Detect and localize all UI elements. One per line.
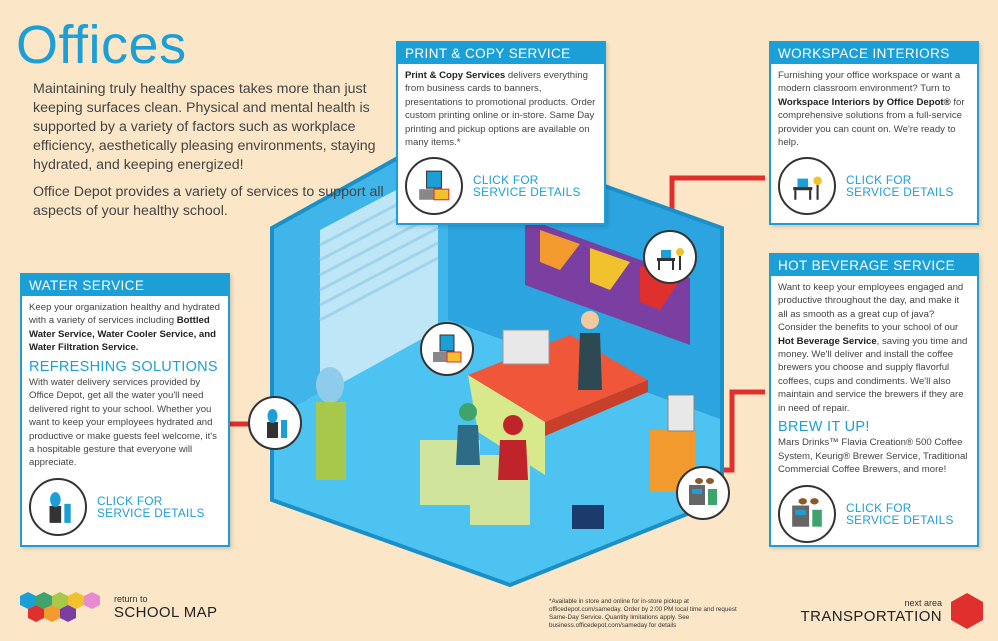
refreshing-solutions-heading: REFRESHING SOLUTIONS [29, 358, 218, 375]
print-copy-icon[interactable] [405, 157, 463, 216]
workspace-interiors-description: Furnishing your office workspace or want… [778, 70, 965, 149]
water-cooler-icon[interactable] [248, 396, 302, 450]
transportation-label: TRANSPORTATION [800, 607, 942, 625]
brew-it-up-text: Mars Drinks™ Flavia Creation® 500 Coffee… [778, 437, 968, 476]
water-service-heading: WATER SERVICE [22, 275, 228, 296]
water-cooler-icon[interactable] [29, 477, 87, 536]
page-title: Offices [16, 15, 187, 75]
workspace-icon[interactable] [643, 230, 697, 284]
seated-people [420, 403, 530, 525]
water-service-card: WATER SERVICE Keep your organization hea… [20, 273, 230, 547]
print-copy-card: PRINT & COPY SERVICE Print & Copy Servic… [396, 41, 606, 225]
school-map-label: SCHOOL MAP [114, 603, 218, 621]
hot-beverage-heading: HOT BEVERAGE SERVICE [771, 255, 977, 276]
coffee-machine-icon[interactable] [778, 484, 836, 543]
print-copy-description: Print & Copy Services delivers everythin… [405, 70, 596, 149]
hexagon-cluster-icon [20, 592, 100, 622]
workspace-interiors-heading: WORKSPACE INTERIORS [771, 43, 977, 64]
next-area-link[interactable]: next area TRANSPORTATION [801, 592, 984, 630]
workspace-icon[interactable] [778, 157, 836, 216]
coffee-machine-icon[interactable] [676, 466, 730, 520]
hot-beverage-card: HOT BEVERAGE SERVICE Want to keep your e… [769, 253, 979, 547]
return-label: return to [114, 593, 148, 604]
next-area-label: next area [904, 597, 942, 608]
return-school-map-link[interactable]: return to SCHOOL MAP [18, 590, 217, 624]
person-standing [578, 311, 602, 390]
intro-paragraph-2: Office Depot provides a variety of servi… [33, 184, 384, 219]
water-service-description: Keep your organization healthy and hydra… [29, 302, 220, 354]
water-cooler [316, 367, 346, 480]
intro-text: Maintaining truly healthy spaces takes m… [33, 80, 395, 229]
hexagon-icon [951, 593, 983, 629]
print-copy-icon[interactable] [420, 322, 474, 376]
footnote: *Available in store and online for in-st… [549, 598, 737, 629]
brew-it-up-heading: BREW IT UP! [778, 419, 870, 436]
briefcase [572, 505, 604, 529]
hot-beverage-description: Want to keep your employees engaged and … [778, 282, 968, 414]
intro-paragraph-1: Maintaining truly healthy spaces takes m… [33, 81, 376, 173]
workspace-interiors-card: WORKSPACE INTERIORS Furnishing your offi… [769, 41, 979, 225]
refreshing-solutions-text: With water delivery services provided by… [29, 377, 217, 469]
print-copy-heading: PRINT & COPY SERVICE [398, 43, 604, 64]
